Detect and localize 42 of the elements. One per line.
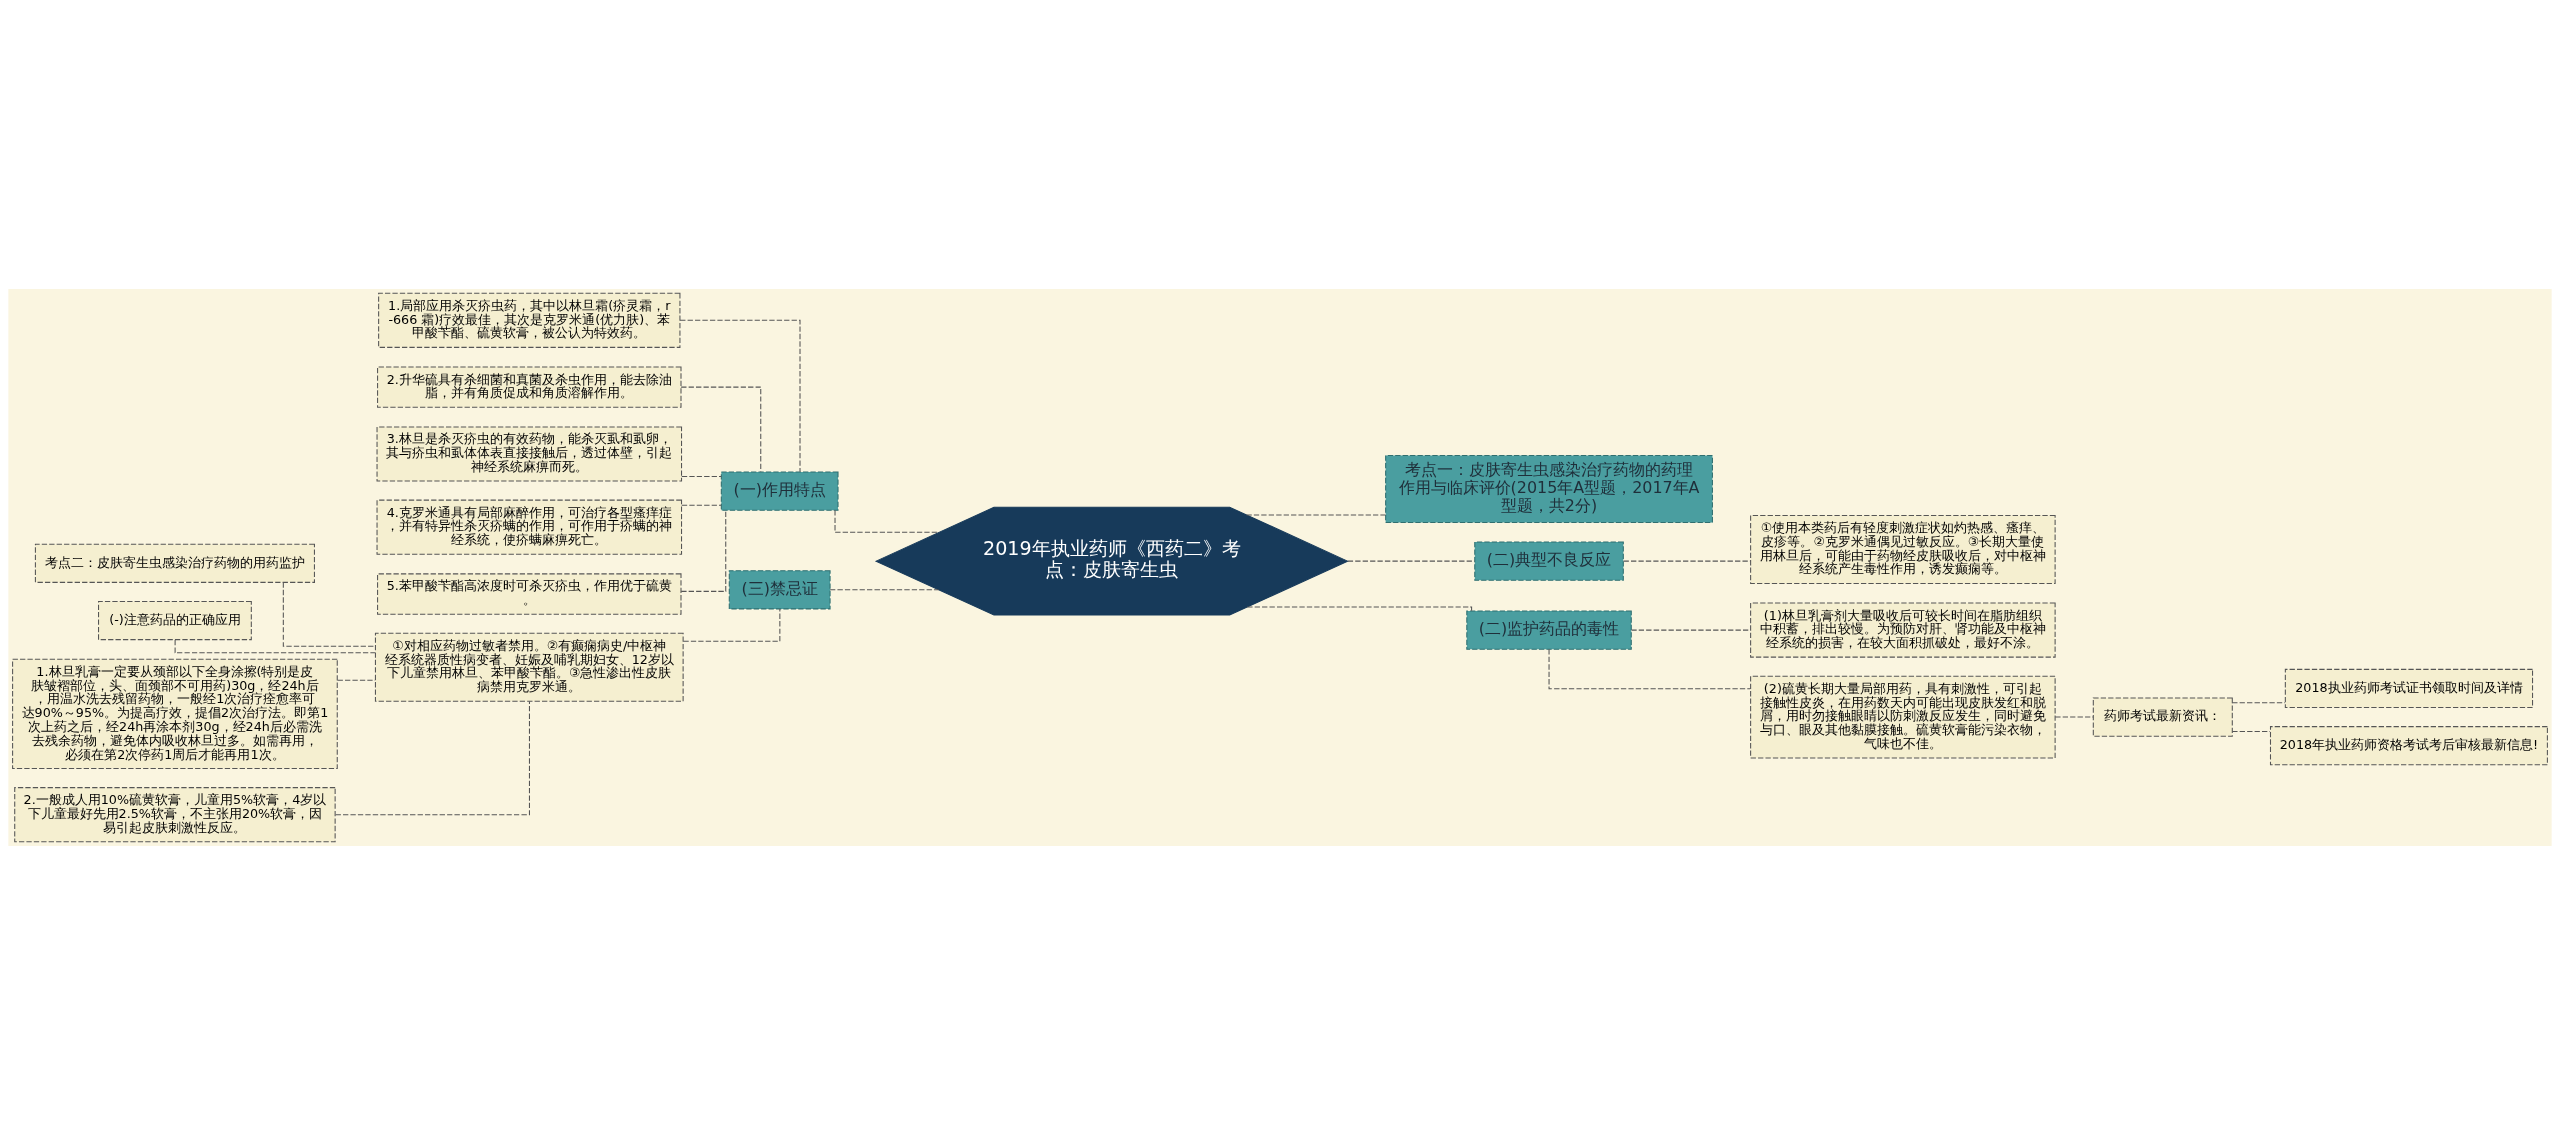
node-box: 2.升华硫具有杀细菌和真菌及杀虫作用，能去除油脂，并有角质促成和角质溶解作用。 [377, 366, 682, 408]
connector [337, 679, 376, 681]
connector [829, 589, 939, 591]
node-box: 药师考试最新资讯： [2092, 697, 2233, 737]
connector [1246, 514, 1387, 516]
connector [1623, 560, 1751, 562]
connector [2231, 702, 2286, 704]
node-box: 3.林旦是杀灭疥虫的有效药物，能杀灭虱和虱卵，其与疥虫和虱体体表直接接触后，透过体壁，引起神经系统麻痹而死。 [376, 426, 683, 482]
connector [1347, 560, 1475, 562]
connector [1246, 606, 1473, 612]
connector [682, 608, 781, 642]
connector [680, 509, 727, 592]
connector [681, 476, 722, 478]
node-box: (2)硫黄长期大量局部用药，具有刺激性，可引起接触性皮炎，在用药数天内可能出现皮肤发红和脱屑，用时勿接触眼睛以防刺激反应发生，同时避免与口、眼及其他黏膜接触。硫黄软膏能污染衣物，气味也不佳。 [1750, 675, 2056, 759]
node-box: (二)监护药品的毒性 [1466, 610, 1632, 650]
node-box: (1)林旦乳膏剂大量吸收后可较长时间在脂肪组织中积蓄，排出较慢。为预防对肝、肾功能及中枢神经系统的损害，在较大面积抓破处，最好不涂。 [1750, 602, 2056, 658]
connector [834, 509, 940, 533]
connector [680, 386, 762, 473]
connector [282, 581, 376, 647]
connector [174, 639, 376, 654]
node-box: (-)注意药品的正确应用 [98, 600, 252, 641]
node-box: 5.苯甲酸苄酯高浓度时可杀灭疥虫，作用优于硫黄。 [377, 573, 682, 615]
node-box: ①使用本类药后有轻度刺激症状如灼热感、瘙痒、皮疹等。②克罗米通偶见过敏反应。③长期大量使用林旦后，可能由于药物经皮肤吸收后，对中枢神经系统产生毒性作用，诱发癫痫等。 [1750, 515, 2056, 584]
node-box: (二)典型不良反应 [1474, 541, 1624, 581]
connector [1548, 648, 1751, 690]
node-box: 1.林旦乳膏一定要从颈部以下全身涂擦(特别是皮肤皱褶部位，头、面颈部不可用药)30g，经24h后，用温水洗去残留药物，一般经1次治疗痊愈率可达90%～95%。为提高疗效，提倡2次治疗法。即第1次上药之后，经24h再涂本剂30g，经24h后必需洗去残余药物，避免体内吸收林旦过多。如需再用，必须在第2次停药1周后才能再用1次。 [12, 658, 338, 770]
node-box: 考点一：皮肤寄生虫感染治疗药物的药理作用与临床评价(2015年A型题，2017年A型题，共2分) [1385, 455, 1713, 523]
connector [681, 504, 722, 506]
connector [2054, 716, 2094, 718]
node-box: 2018年执业药师资格考试考后审核最新信息! [2269, 726, 2548, 766]
node-box: ①对相应药物过敏者禁用。②有癫痫病史/中枢神经系统器质性病变者、妊娠及哺乳期妇女、12岁以下儿童禁用林旦、苯甲酸苄酯。③急性渗出性皮肤病禁用克罗米通。 [374, 632, 684, 702]
connector [679, 319, 801, 473]
node-box: (三)禁忌证 [728, 570, 831, 610]
connector [335, 700, 530, 816]
connector [1631, 629, 1751, 631]
node-box: 1.局部应用杀灭疥虫药，其中以林旦霜(疥灵霜，r-666 霜)疗效最佳，其次是克罗米通(优力肤)、苯甲酸苄酯、硫黄软膏，被公认为特效药。 [378, 292, 681, 348]
node-box: (一)作用特点 [720, 471, 839, 511]
node-box: 2.一般成人用10%硫黄软膏，儿童用5%软膏，4岁以下儿童最好先用2.5%软膏，不主张用20%软膏，因易引起皮肤刺激性反应。 [14, 787, 336, 843]
node-box: 考点二：皮肤寄生虫感染治疗药物的用药监护 [34, 543, 315, 583]
node-box: 4.克罗米通具有局部麻醉作用，可治疗各型瘙痒症，并有特异性杀灭疥螨的作用，可作用于疥螨的神经系统，使疥螨麻痹死亡。 [376, 499, 683, 555]
connector [2231, 730, 2271, 732]
node-box: 2018执业药师考试证书领取时间及详情 [2284, 668, 2534, 709]
